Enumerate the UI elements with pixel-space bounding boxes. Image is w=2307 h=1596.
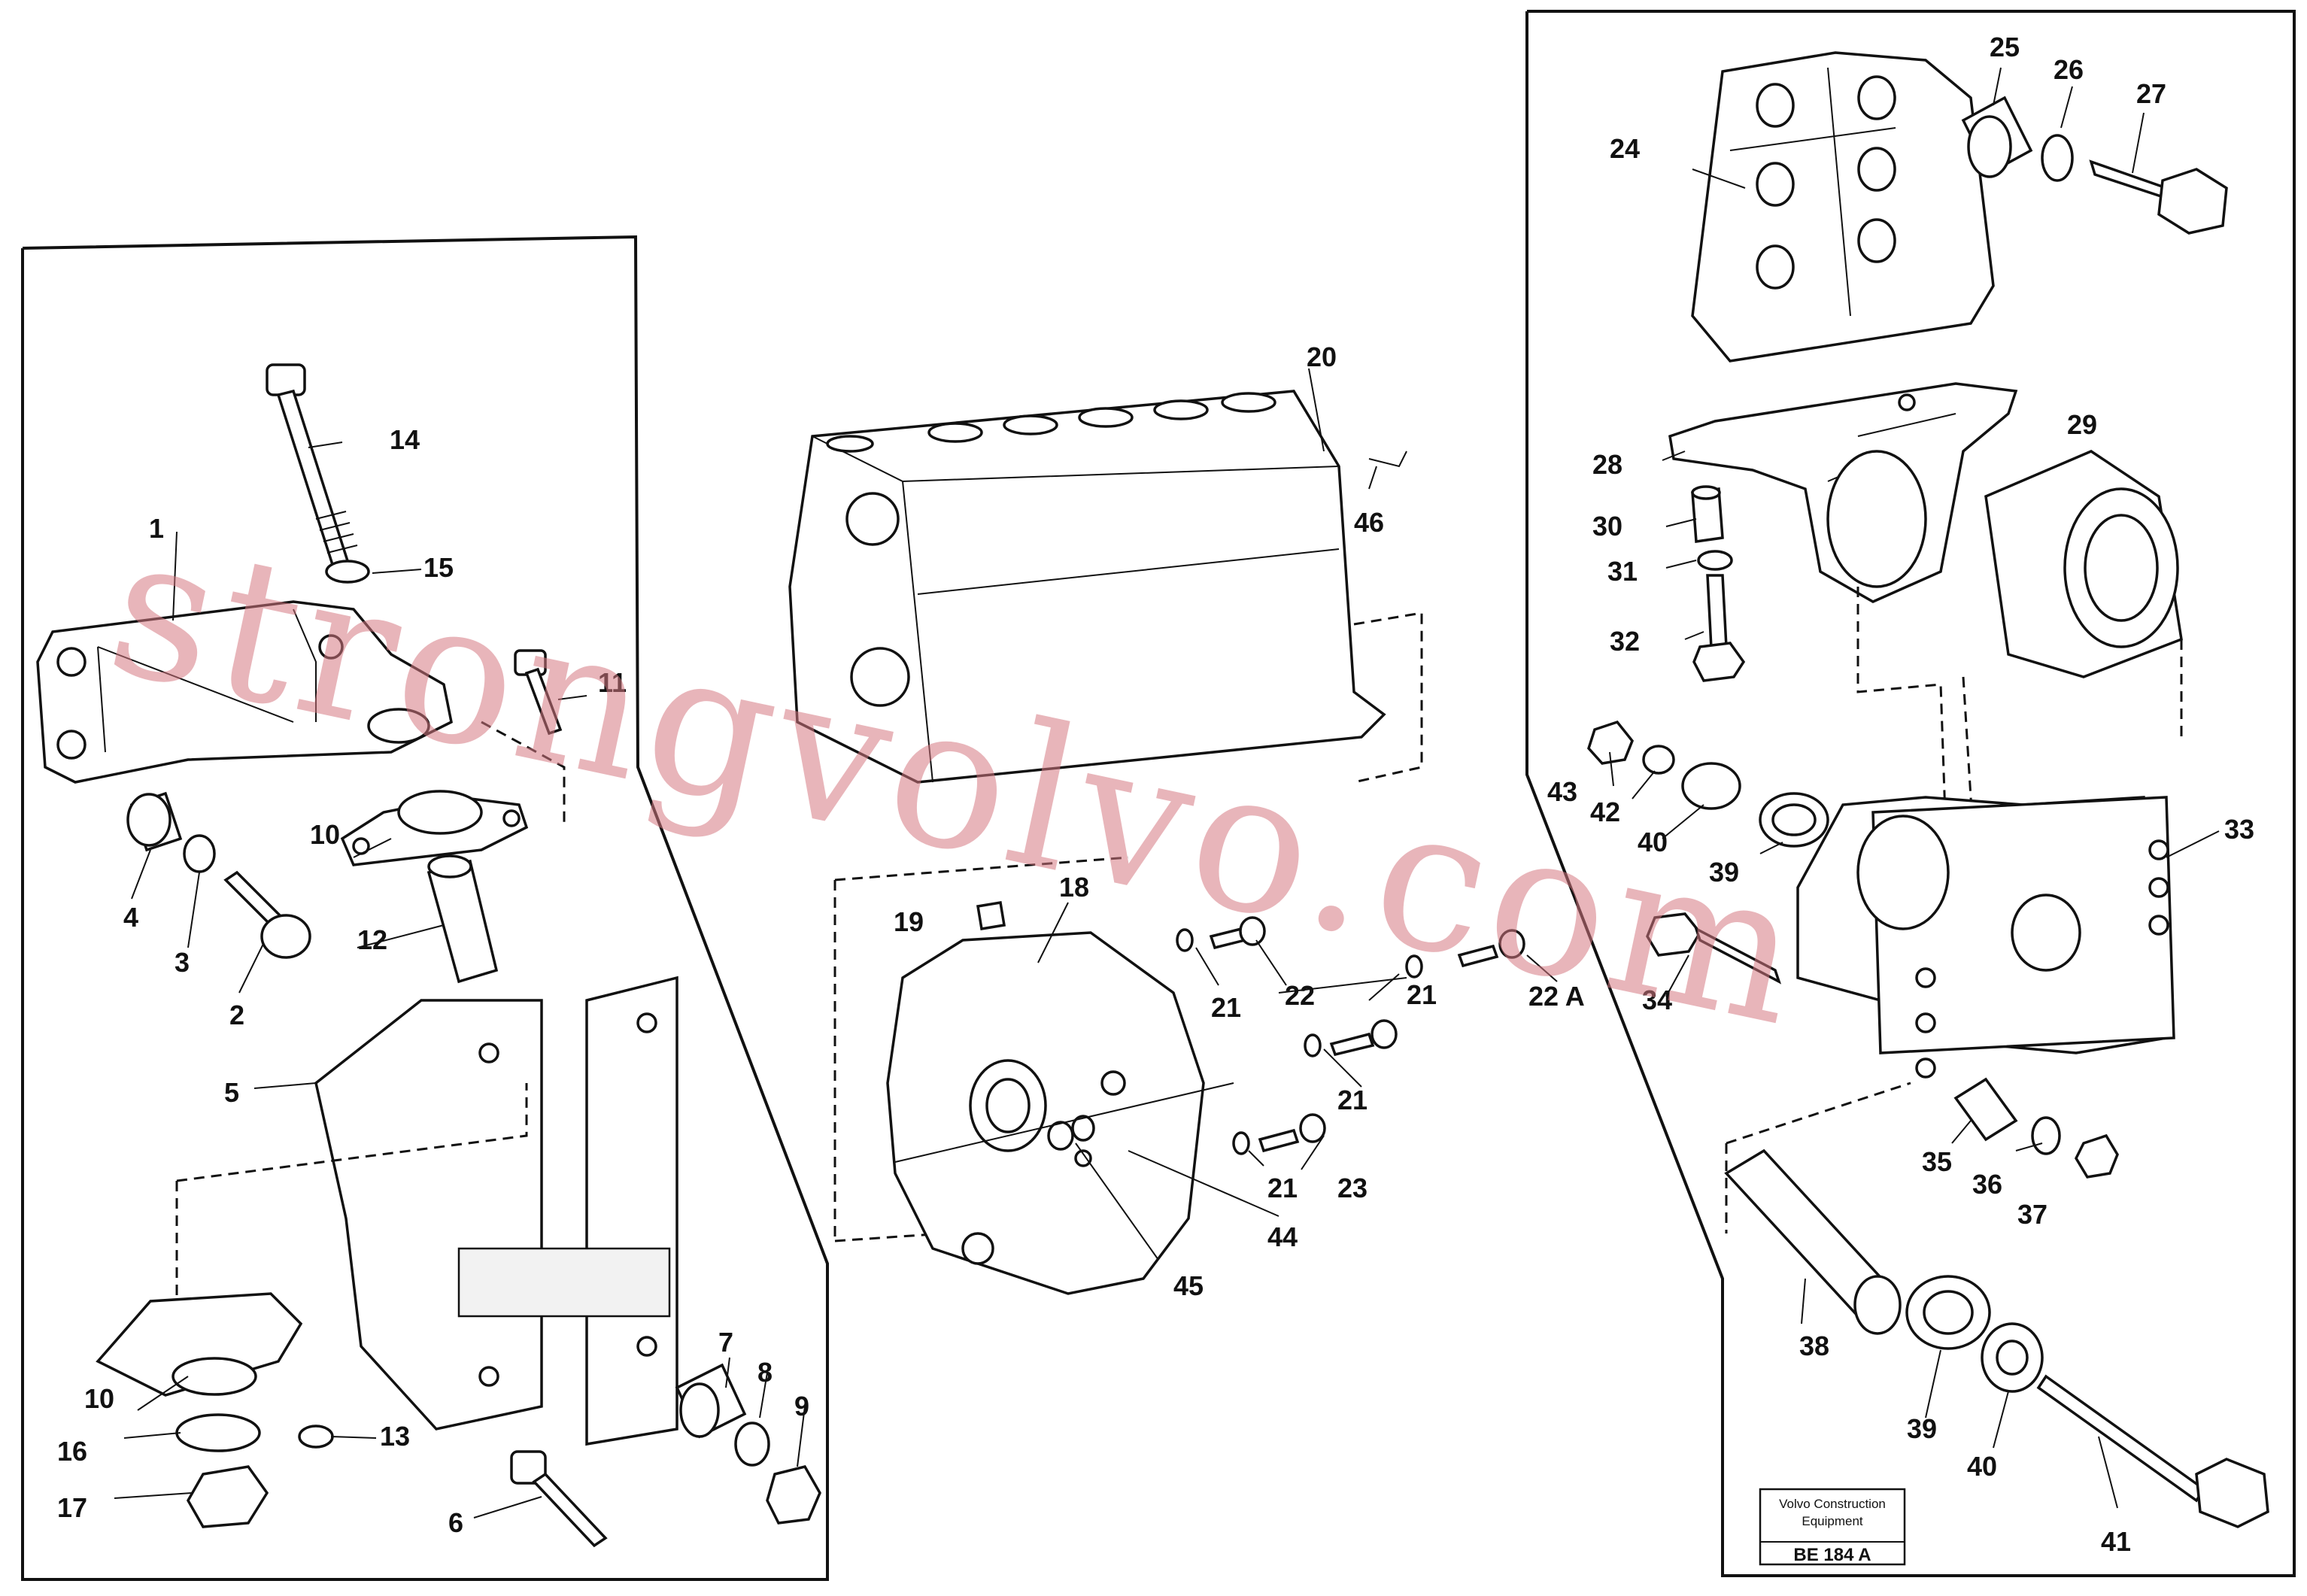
stamp-company-line-1: Volvo Construction: [1779, 1497, 1886, 1511]
right-panel-frame: [1525, 10, 2296, 1577]
callout-21-d: 21: [1267, 1173, 1298, 1203]
left-panel-frame: [21, 235, 829, 1581]
callout-28: 28: [1592, 449, 1622, 480]
spacer-part-12: [426, 859, 499, 984]
engine-block-part-20: [788, 390, 1386, 784]
callout-41: 41: [2101, 1526, 2131, 1557]
callout-3: 3: [175, 947, 190, 978]
bolt-part-6: [510, 1450, 547, 1485]
callout-46: 46: [1354, 507, 1384, 538]
washer-part-36: [2031, 1116, 2061, 1155]
callout-39-lower: 39: [1907, 1413, 1937, 1444]
washer-part-16: [175, 1413, 261, 1452]
callout-10-lower: 10: [84, 1383, 114, 1414]
washer-part-3: [183, 834, 216, 873]
callout-29: 29: [2067, 409, 2097, 440]
callout-14: 14: [390, 424, 420, 455]
callout-22-a: 22 A: [1528, 981, 1585, 1012]
mount-bracket-part-24: [1691, 51, 1995, 363]
washer-part-42: [1642, 745, 1675, 775]
bushing-part-40-upper: [1681, 762, 1741, 810]
frame-bracket-part-5: [314, 999, 543, 1431]
callout-30: 30: [1592, 511, 1622, 542]
left-engine-mount-assembly: [36, 363, 821, 1548]
callout-43: 43: [1547, 776, 1577, 807]
callout-2: 2: [229, 1000, 244, 1030]
nut-part-9: [766, 1464, 821, 1525]
mount-bracket-part-1: [36, 600, 453, 784]
washer-part-26: [2041, 134, 2074, 182]
callout-11: 11: [598, 667, 627, 698]
callout-23: 23: [1337, 1173, 1368, 1203]
callout-40-upper: 40: [1638, 827, 1668, 857]
bushing-part-35: [1953, 1077, 2018, 1142]
bolt-part-41: [2036, 1374, 2206, 1503]
callout-21-b: 21: [1407, 979, 1437, 1010]
callout-21-c: 21: [1337, 1085, 1368, 1115]
callout-7: 7: [718, 1327, 733, 1358]
washer-part-8: [734, 1422, 770, 1467]
callout-42: 42: [1590, 796, 1620, 827]
callout-44: 44: [1267, 1221, 1298, 1252]
callout-4: 4: [123, 902, 138, 933]
fastener-group-21-22-23: [894, 916, 1525, 1163]
callout-16: 16: [57, 1436, 87, 1467]
callout-17: 17: [57, 1492, 87, 1523]
bolt-part-32: [1706, 574, 1728, 650]
callout-26: 26: [2054, 54, 2084, 85]
callout-22: 22: [1285, 980, 1315, 1011]
callout-32: 32: [1610, 626, 1640, 657]
callout-13: 13: [380, 1421, 410, 1452]
callout-36: 36: [1972, 1169, 2002, 1200]
callout-39-upper: 39: [1709, 857, 1739, 888]
callout-labels: 1 2 3 4 5 6 7 8 9 10 10 11 12 13 14 15 1…: [57, 32, 2254, 1557]
callout-8: 8: [757, 1357, 773, 1388]
callout-33: 33: [2224, 814, 2254, 845]
screw-part-19: [976, 900, 1006, 931]
callout-21-a: 21: [1211, 992, 1241, 1023]
stamp-company-line-2: Equipment: [1802, 1514, 1863, 1528]
nut-part-17: [186, 1465, 269, 1528]
reference-stamp: Volvo Construction Equipment BE 184 A: [1759, 1488, 1906, 1566]
callout-25: 25: [1990, 32, 2020, 62]
callout-27: 27: [2136, 78, 2166, 109]
callout-15: 15: [423, 552, 454, 583]
nut-part-43: [1587, 720, 1635, 765]
callout-5: 5: [224, 1077, 239, 1108]
clip-part-13: [298, 1425, 334, 1449]
callout-19: 19: [894, 906, 924, 937]
bolt-part-27: [2089, 159, 2172, 202]
callout-20: 20: [1307, 341, 1337, 372]
right-engine-mount-assembly: [1587, 51, 2269, 1528]
washer-part-15: [325, 560, 370, 584]
callout-12: 12: [357, 924, 387, 955]
callout-35: 35: [1922, 1146, 1952, 1177]
bolt-part-34: [1646, 912, 1702, 957]
nut-part-37: [2075, 1133, 2119, 1179]
callout-18: 18: [1059, 872, 1089, 903]
leader-lines: [114, 67, 2220, 1519]
callout-38: 38: [1799, 1331, 1829, 1361]
callout-9: 9: [794, 1391, 809, 1422]
callout-1: 1: [149, 513, 164, 544]
bolt-part-14: [266, 363, 306, 396]
callout-45: 45: [1173, 1270, 1204, 1301]
center-engine-block-assembly: [788, 390, 1525, 1295]
stamp-drawing-code: BE 184 A: [1793, 1545, 1871, 1565]
callout-31: 31: [1607, 556, 1638, 587]
washer-part-31: [1697, 550, 1733, 571]
callout-37: 37: [2017, 1199, 2047, 1230]
callout-34: 34: [1642, 985, 1672, 1015]
callout-24: 24: [1610, 133, 1640, 164]
callout-40-lower: 40: [1967, 1451, 1997, 1482]
callout-6: 6: [448, 1507, 463, 1538]
callout-10-upper: 10: [310, 819, 340, 850]
